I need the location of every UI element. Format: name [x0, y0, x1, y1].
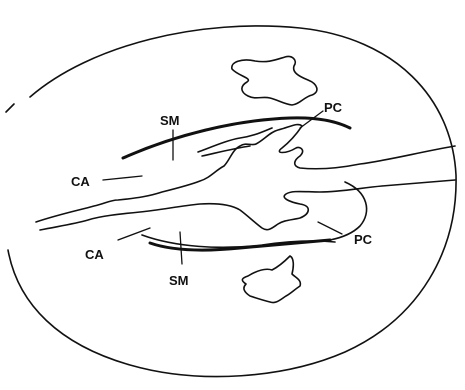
lower-sm-inner-line	[142, 235, 335, 247]
label-sm-top: SM	[160, 113, 180, 128]
central-irregular-structure	[36, 125, 455, 222]
label-ca-lower: CA	[85, 247, 104, 262]
lower-detached-lobe	[242, 256, 300, 303]
leader-ca-lower	[118, 228, 150, 240]
upper-detached-lobe	[232, 57, 317, 105]
central-irregular-structure-lower	[40, 180, 455, 230]
outer-oval-fragment	[6, 104, 14, 112]
outer-oval-outline	[8, 26, 456, 377]
label-pc-top: PC	[324, 100, 343, 115]
label-pc-lower: PC	[354, 232, 373, 247]
leader-ca-upper	[103, 176, 142, 180]
label-sm-bottom: SM	[169, 273, 189, 288]
leader-pc-lower	[318, 222, 342, 234]
label-ca-upper: CA	[71, 174, 90, 189]
